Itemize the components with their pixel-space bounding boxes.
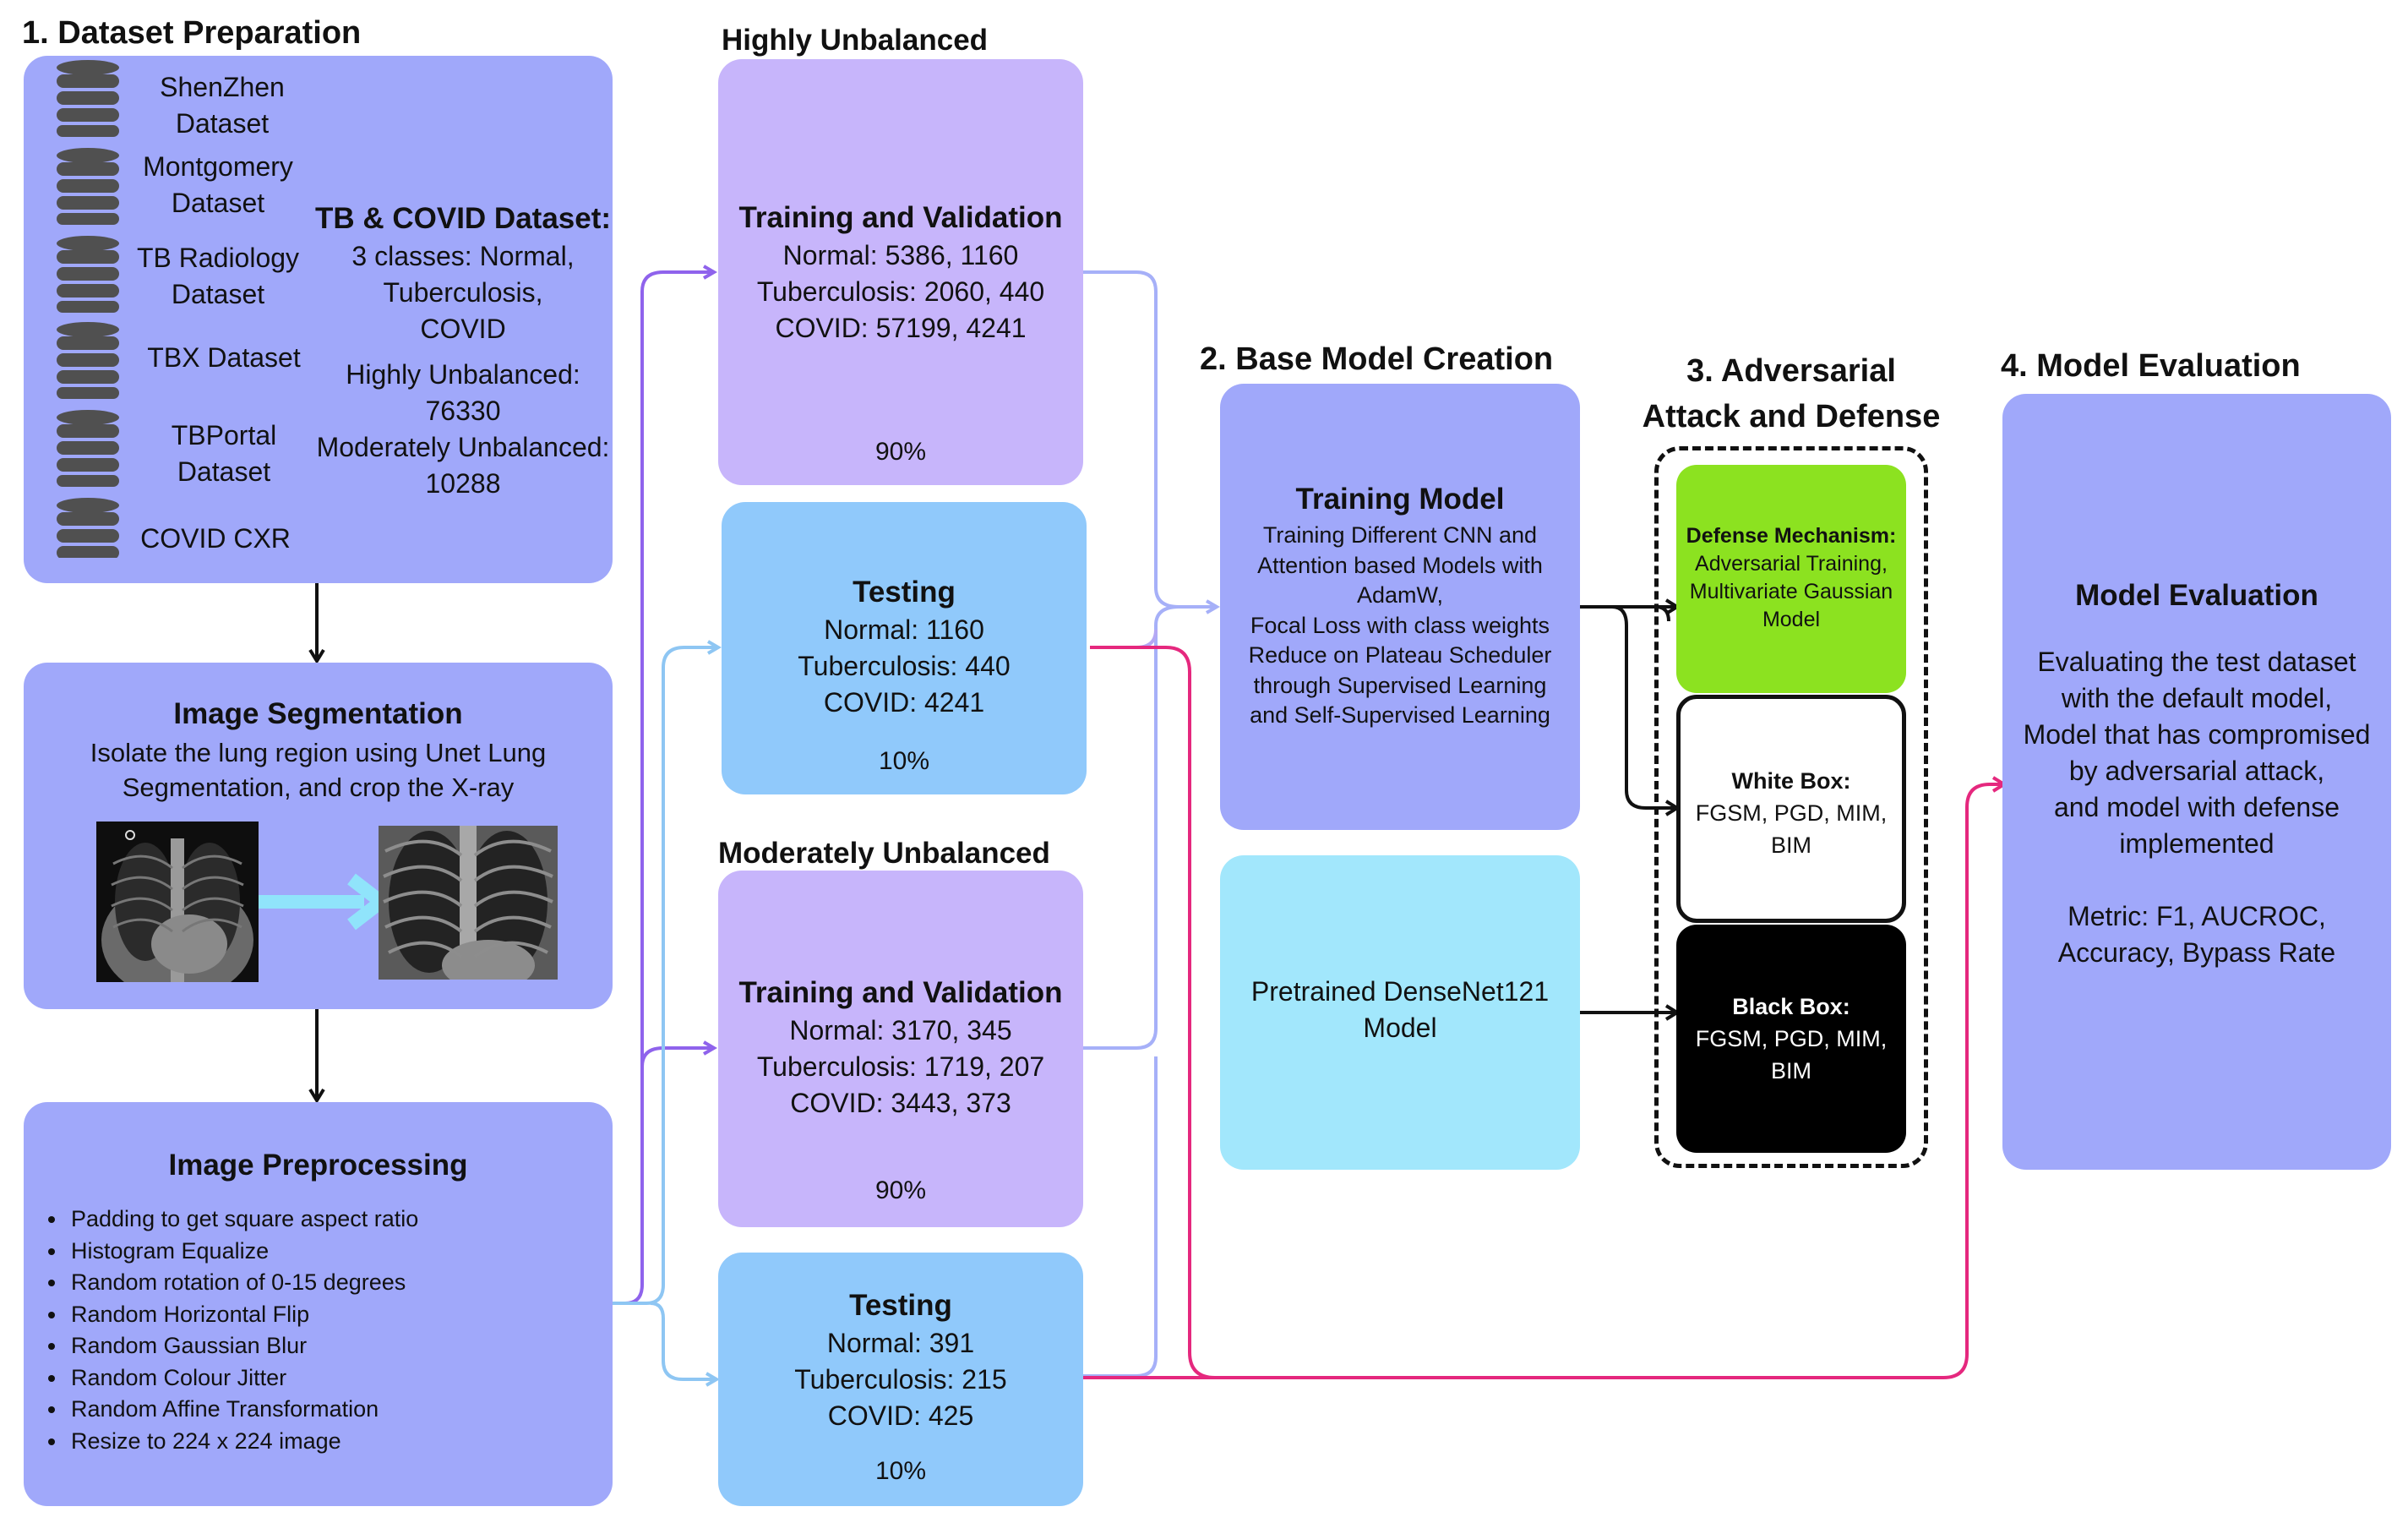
arrow-hu-train-to-model — [1083, 270, 1220, 614]
arrow-to-hu-test — [613, 640, 722, 1305]
black-box-attack-box: Black Box: FGSM, PGD, MIM, BIM — [1676, 925, 1906, 1153]
database-icon — [57, 236, 119, 313]
arrow-to-mu-train — [640, 1040, 717, 1285]
mu-test-percent: 10% — [874, 1457, 927, 1485]
combined-dataset-title: TB & COVID Dataset: — [314, 202, 612, 235]
list-item: Histogram Equalize — [68, 1236, 590, 1268]
mu-train-percent: 90% — [874, 1176, 927, 1204]
hu-test-percent: 10% — [878, 747, 930, 775]
evaluation-title: Model Evaluation — [2075, 579, 2318, 612]
arrow-model-to-whitebox — [1611, 605, 1681, 816]
arrow-test-to-evaluation — [1090, 646, 2008, 1379]
list-item: Random Gaussian Blur — [68, 1330, 590, 1362]
evaluation-box: Model Evaluation Evaluating the test dat… — [2002, 394, 2391, 1170]
preprocessing-panel: Image Preprocessing Padding to get squar… — [24, 1102, 613, 1506]
training-model-title: Training Model — [1295, 483, 1505, 516]
preprocessing-title: Image Preprocessing — [168, 1149, 468, 1182]
list-item: Random Affine Transformation — [68, 1394, 590, 1426]
hu-test-title: Testing — [853, 576, 956, 609]
hu-train-title: Training and Validation — [738, 201, 1063, 234]
hu-train-box: Training and Validation Normal: 5386, 11… — [718, 59, 1083, 485]
arrow-mu-test-line — [1083, 1056, 1158, 1378]
section-title-base-model: 2. Base Model Creation — [1200, 341, 1554, 377]
cropped-xray-image — [379, 826, 558, 980]
mu-test-title: Testing — [849, 1289, 952, 1322]
database-icon — [57, 322, 119, 399]
training-model-description: Training Different CNN and Attention bas… — [1248, 522, 1552, 728]
label-highly-unbalanced: Highly Unbalanced — [722, 24, 989, 57]
list-item: Random Horizontal Flip — [68, 1299, 590, 1331]
defense-title: Defense Mechanism: — [1686, 524, 1897, 548]
segmentation-title: Image Segmentation — [173, 697, 463, 730]
list-item: Padding to get square aspect ratio — [68, 1204, 590, 1236]
section-title-dataset-preparation: 1. Dataset Preparation — [22, 15, 362, 51]
database-icon-stack — [57, 60, 119, 558]
mu-test-box: Testing Normal: 391 Tuberculosis: 215 CO… — [718, 1253, 1083, 1506]
section-title-model-evaluation: 4. Model Evaluation — [2001, 348, 2301, 384]
training-model-box: Training Model Training Different CNN an… — [1220, 384, 1580, 830]
hu-train-percent: 90% — [874, 438, 927, 466]
black-box-title: Black Box: — [1732, 994, 1850, 1019]
label-moderately-unbalanced: Moderately Unbalanced — [718, 837, 1050, 870]
arrow-to-mu-test — [650, 1302, 720, 1387]
xray-image — [96, 822, 259, 982]
list-item: Resize to 224 x 224 image — [68, 1426, 590, 1458]
dataset-label-tbx: TBX Dataset — [147, 342, 301, 373]
database-icon — [57, 148, 119, 225]
database-icon — [57, 410, 119, 487]
white-box-title: White Box: — [1731, 768, 1851, 794]
defense-mechanism-box: Defense Mechanism: Adversarial Training,… — [1676, 465, 1906, 693]
combined-dataset-info: TB & COVID Dataset: 3 classes: Normal, T… — [286, 199, 640, 502]
mu-train-box: Training and Validation Normal: 3170, 34… — [718, 871, 1083, 1227]
mu-train-title: Training and Validation — [738, 976, 1063, 1009]
evaluation-metrics: Metric: F1, AUCROC, Accuracy, Bypass Rat… — [2057, 901, 2336, 968]
adversarial-dashed-group — [1654, 446, 1928, 1168]
list-item: Random Colour Jitter — [68, 1362, 590, 1395]
preprocessing-list: Padding to get square aspect ratio Histo… — [32, 1204, 590, 1457]
arrow-hu-test-line — [1090, 629, 1158, 649]
hu-test-box: Testing Normal: 1160 Tuberculosis: 440 C… — [722, 502, 1087, 794]
list-item: Random rotation of 0-15 degrees — [68, 1267, 590, 1299]
white-box-attack-box: White Box: FGSM, PGD, MIM, BIM — [1676, 695, 1906, 923]
arrow-mu-train-to-model — [1083, 605, 1179, 1050]
dataset-label-covid-cxr: COVID CXR — [140, 523, 291, 554]
database-icon — [57, 498, 119, 558]
segmentation-panel: Image Segmentation Isolate the lung regi… — [24, 663, 613, 1009]
database-icon — [57, 60, 119, 137]
evaluation-description: Evaluating the test dataset with the def… — [2023, 647, 2371, 859]
